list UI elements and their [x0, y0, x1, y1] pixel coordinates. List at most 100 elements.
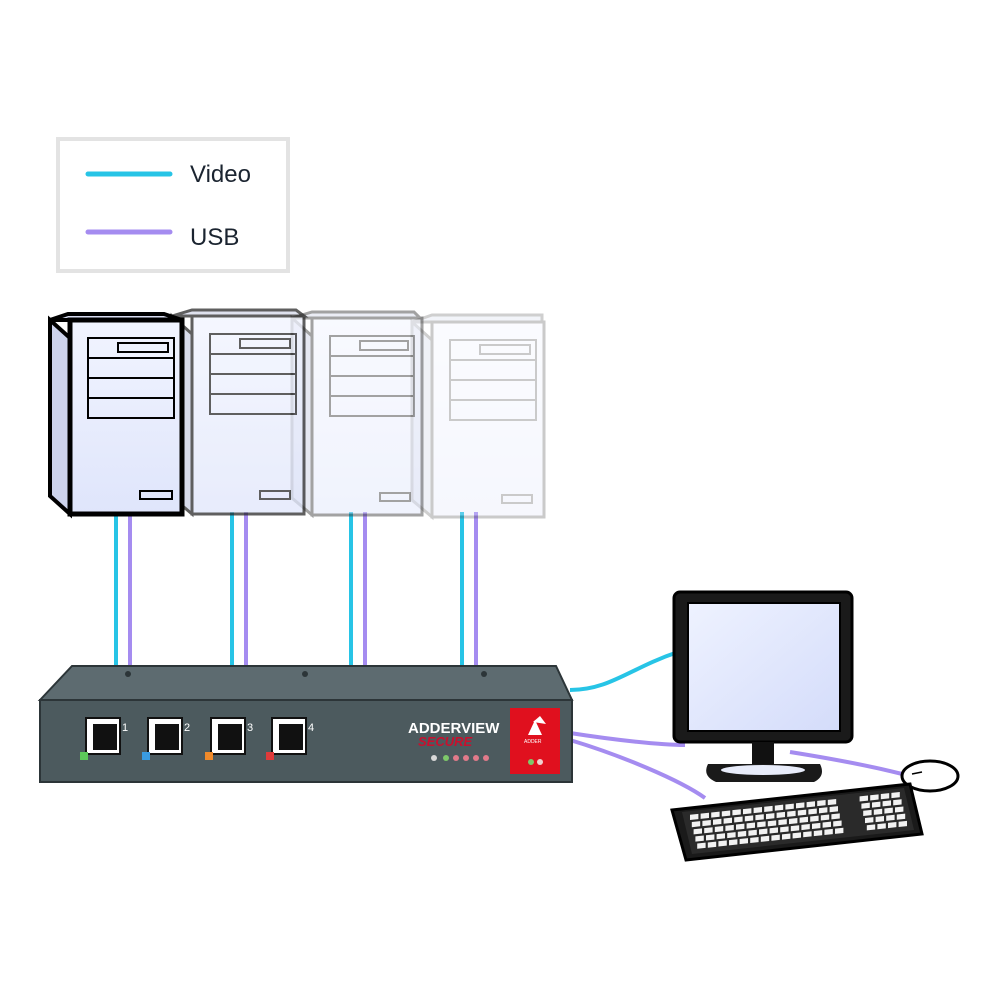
- keyboard-key: [721, 810, 731, 817]
- monitor: [672, 590, 854, 782]
- kvm-switch: 1 2 3 4 ADDERVIEW SECURE: [37, 665, 574, 783]
- keyboard-key: [690, 813, 699, 820]
- keyboard-key: [822, 821, 831, 828]
- keyboard-key: [882, 800, 891, 807]
- keyboard-key: [898, 820, 907, 827]
- keyboard-key: [893, 799, 902, 806]
- kvm-port-3-label: 3: [247, 722, 253, 734]
- keyboard-key: [744, 815, 754, 822]
- keyboard-key: [737, 830, 747, 837]
- keyboard-key: [760, 835, 770, 842]
- computer-tower-3: [290, 310, 424, 519]
- legend-box: [56, 137, 290, 273]
- keyboard-key: [776, 811, 785, 818]
- keyboard-key: [734, 816, 743, 823]
- mouse: [900, 759, 960, 793]
- keyboard-key: [824, 828, 833, 835]
- peripheral-cables: [569, 650, 911, 800]
- keyboard-key: [880, 793, 890, 800]
- keyboard-key: [759, 828, 768, 835]
- kvm-port-4-led: [266, 752, 274, 760]
- computer-tower-4: [410, 313, 546, 521]
- keyboard-key: [707, 841, 717, 848]
- keyboard: [670, 782, 924, 862]
- keyboard-key: [769, 827, 778, 834]
- keyboard-key: [819, 807, 828, 814]
- keyboard-key: [771, 834, 780, 841]
- keyboard-key: [725, 824, 734, 831]
- keyboard-key: [820, 814, 830, 821]
- keyboard-key: [723, 817, 732, 824]
- keyboard-key: [778, 819, 787, 826]
- keyboard-key: [739, 838, 748, 845]
- keyboard-key: [790, 825, 800, 832]
- keyboard-key: [785, 803, 794, 810]
- kvm-brand-top: ADDERVIEW: [408, 720, 500, 737]
- keyboard-key: [810, 815, 819, 822]
- keyboard-key: [861, 802, 870, 809]
- keyboard-key: [713, 818, 722, 825]
- keyboard-key: [748, 829, 757, 836]
- kvm-brand-bottom: SECURE: [418, 734, 473, 749]
- keyboard-key: [695, 835, 704, 842]
- keyboard-key: [801, 823, 810, 831]
- keyboard-face: [682, 788, 914, 854]
- keyboard-key: [817, 800, 826, 807]
- keyboard-key: [865, 817, 874, 824]
- keyboard-key: [827, 799, 837, 806]
- keyboard-key: [872, 801, 881, 808]
- kvm-port-3[interactable]: 3: [205, 717, 253, 760]
- keyboard-key: [884, 807, 893, 814]
- keyboard-key: [789, 817, 798, 825]
- keyboard-key: [877, 823, 886, 830]
- keyboard-key: [863, 809, 872, 816]
- keyboard-key: [729, 839, 738, 846]
- kvm-port-2[interactable]: 2: [142, 717, 190, 760]
- keyboard-key: [866, 824, 876, 831]
- keyboard-key: [764, 805, 773, 812]
- kvm-port-4-label: 4: [308, 722, 314, 734]
- keyboard-key: [711, 811, 720, 818]
- kvm-port-1-led: [80, 752, 88, 760]
- keyboard-key: [833, 820, 842, 827]
- keyboard-key: [774, 804, 784, 811]
- mouse-body: [900, 759, 960, 793]
- keyboard-key: [812, 822, 821, 829]
- keyboard-key: [697, 842, 706, 849]
- keyboard-key: [706, 834, 715, 841]
- keyboard-key: [870, 794, 879, 801]
- usb-cable-keyboard-2: [569, 738, 707, 800]
- keyboard-key: [782, 833, 791, 840]
- kvm-logo-text: ADDER: [524, 739, 542, 745]
- keyboard-key: [829, 806, 838, 813]
- keyboard-key: [796, 802, 805, 809]
- adder-logo-icon: [528, 720, 542, 735]
- computer-tower-1: [48, 312, 185, 519]
- keyboard-key: [806, 801, 815, 808]
- keyboard-key: [895, 806, 904, 813]
- keyboard-key: [691, 821, 701, 828]
- keyboard-key: [875, 815, 884, 823]
- keyboard-key: [813, 830, 823, 837]
- computer-tower-2: [170, 308, 309, 518]
- keyboard-key: [896, 813, 906, 820]
- keyboard-key: [886, 814, 895, 821]
- kvm-status-leds: [431, 755, 489, 761]
- keyboard-key: [891, 792, 900, 799]
- keyboard-key: [704, 827, 713, 834]
- kvm-top-face: [37, 665, 574, 701]
- keyboard-key: [799, 816, 808, 823]
- keyboard-key: [750, 836, 759, 844]
- keyboard-key: [732, 809, 741, 816]
- kvm-port-3-led: [205, 752, 213, 760]
- legend: Video USB: [56, 137, 290, 273]
- kvm-port-4[interactable]: 4: [266, 717, 314, 760]
- keyboard-key: [746, 822, 755, 829]
- computer-cables: [114, 512, 478, 667]
- keyboard-key: [808, 808, 817, 815]
- usb-cable-keyboard: [569, 731, 686, 747]
- keyboard-key: [780, 826, 789, 833]
- kvm-port-1[interactable]: 1: [80, 717, 128, 760]
- keyboard-key: [803, 831, 812, 838]
